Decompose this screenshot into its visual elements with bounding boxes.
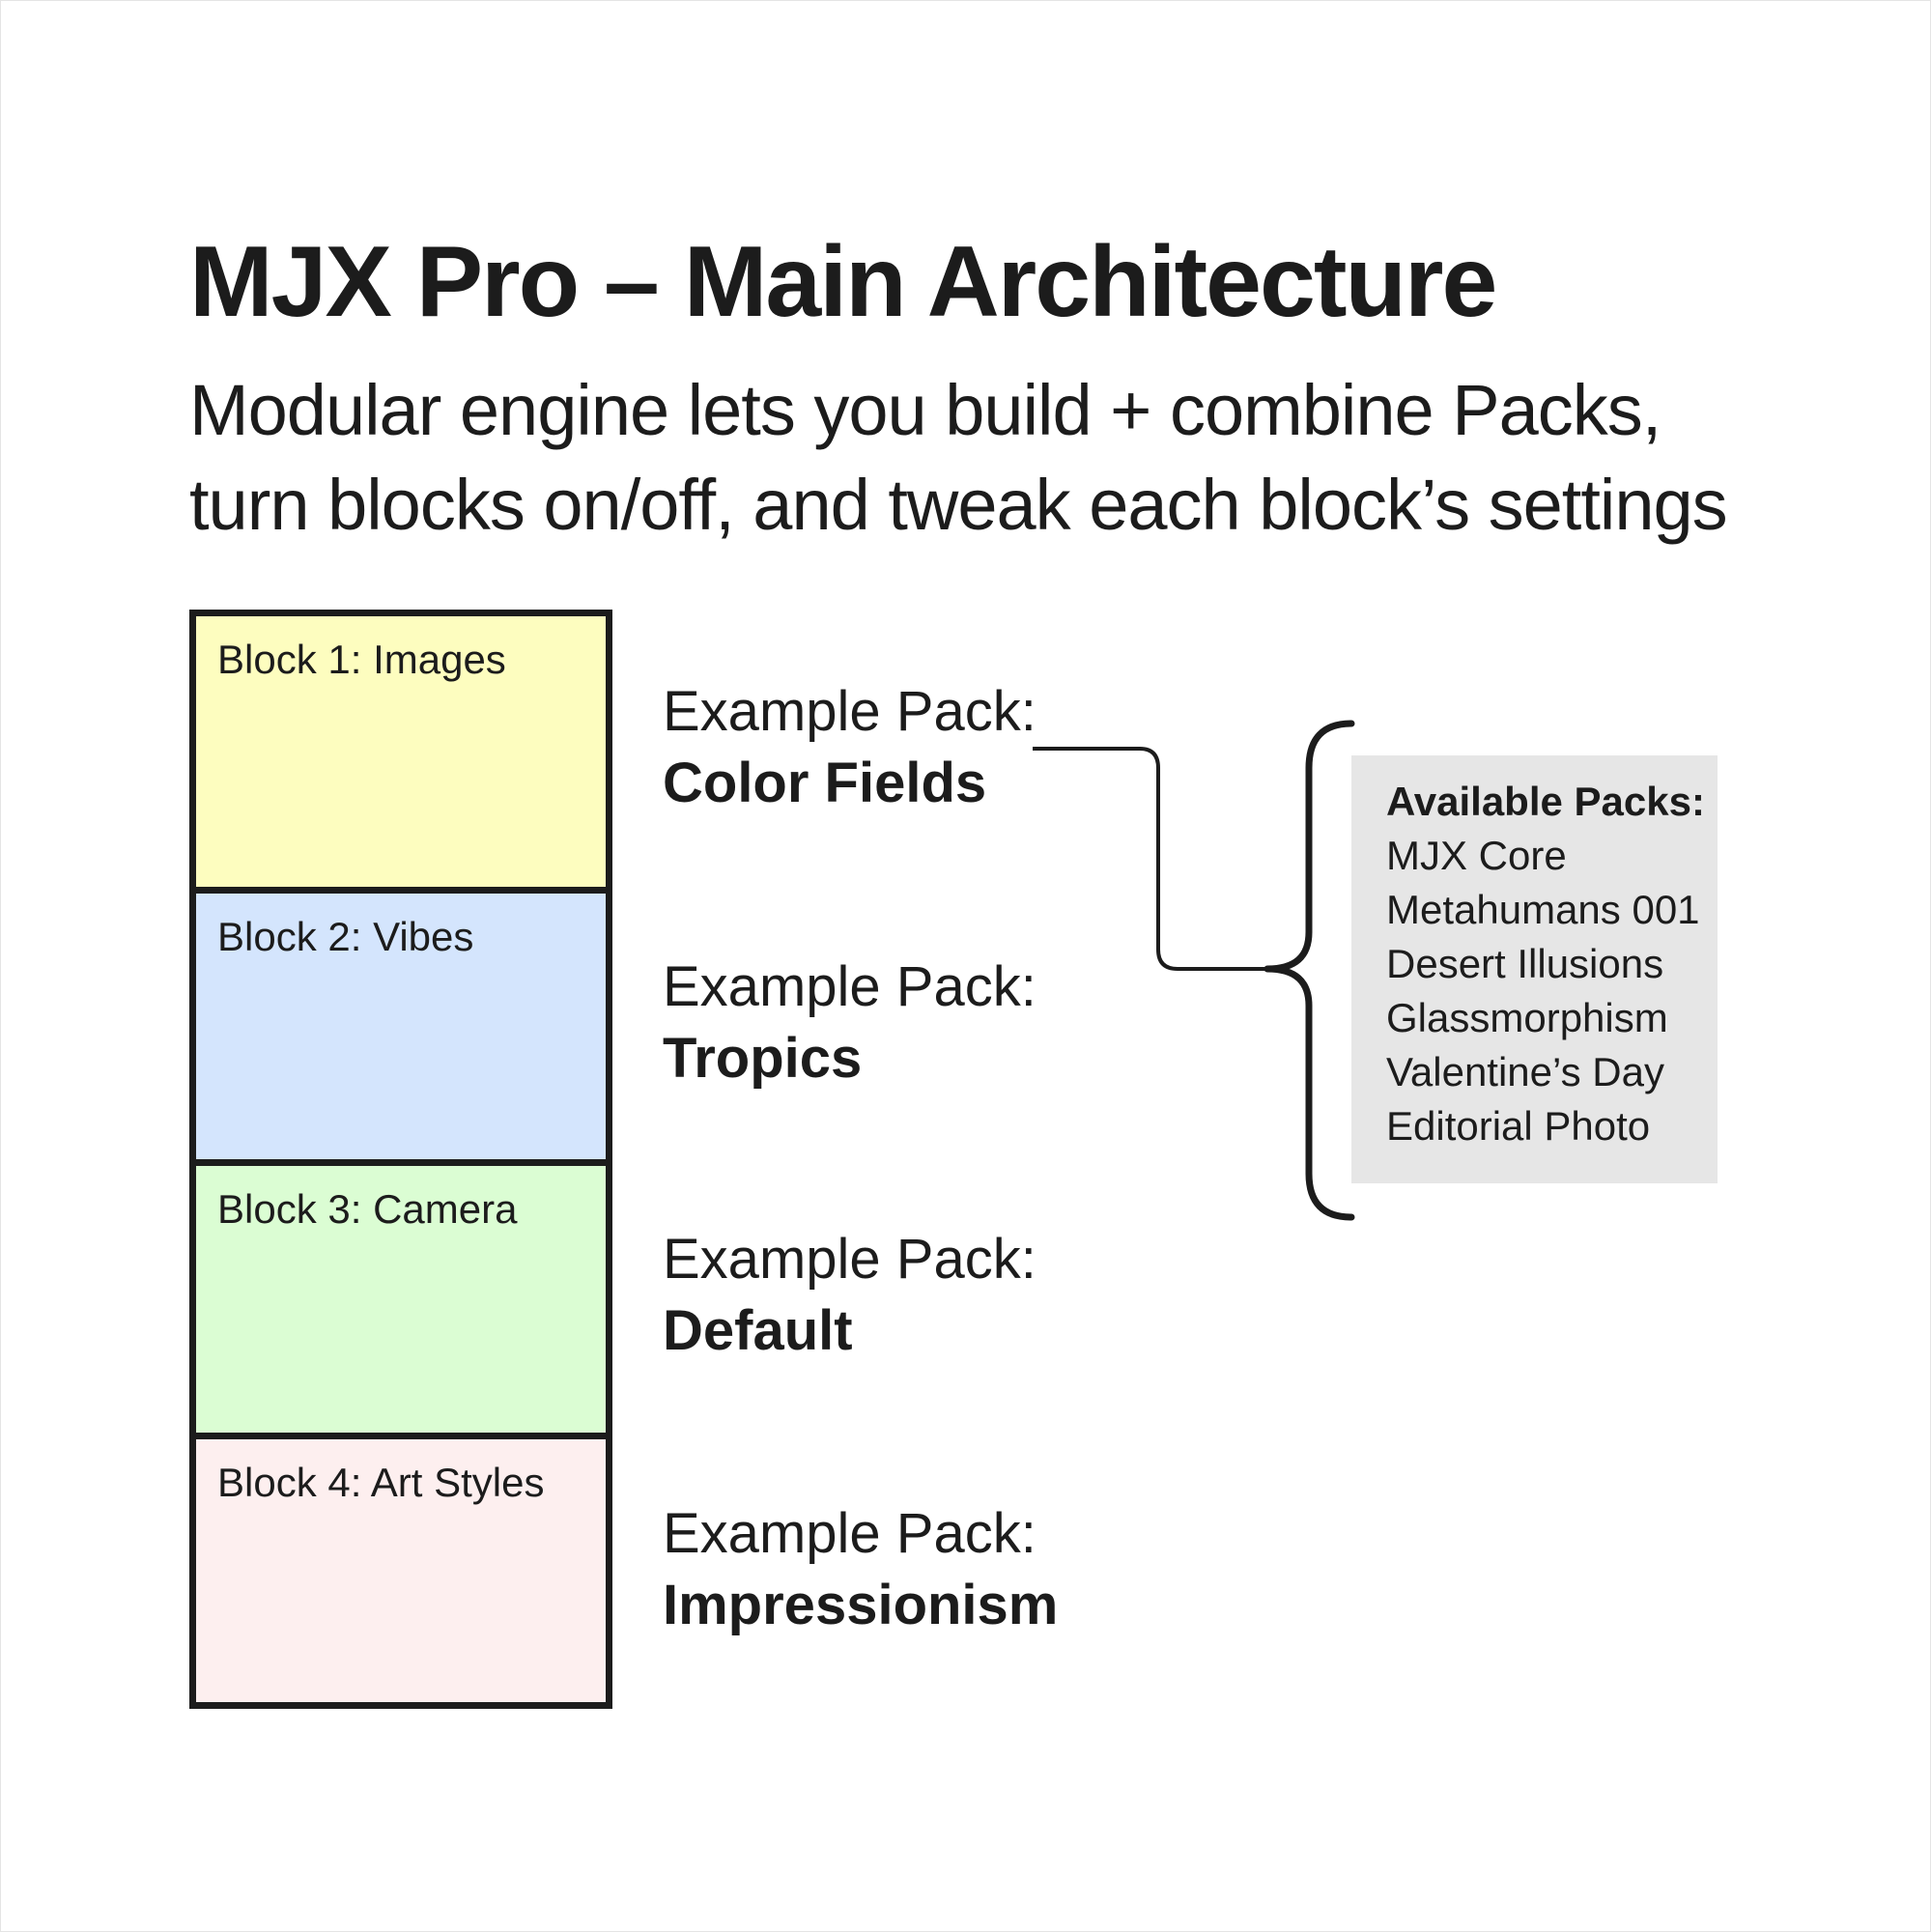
example-pack-name: Color Fields bbox=[663, 752, 987, 814]
subtitle-line: Modular engine lets you build + combine … bbox=[189, 370, 1661, 450]
example-pack-name: Default bbox=[663, 1299, 853, 1362]
available-packs-heading: Available Packs: bbox=[1386, 779, 1705, 824]
example-pack-vibes: Example Pack: Tropics bbox=[663, 952, 1068, 1094]
available-pack-item[interactable]: Valentine’s Day bbox=[1386, 1049, 1664, 1094]
subtitle-line: turn blocks on/off, and tweak each block… bbox=[189, 465, 1728, 545]
available-packs-panel: Available Packs: MJX Core Metahumans 001… bbox=[1351, 755, 1718, 1183]
block-images[interactable]: Block 1: Images bbox=[196, 616, 606, 887]
example-pack-art-styles: Example Pack: Impressionism bbox=[663, 1498, 1068, 1641]
example-pack-label: Example Pack: bbox=[663, 955, 1036, 1018]
available-pack-item[interactable]: Desert Illusions bbox=[1386, 941, 1664, 986]
block-vibes[interactable]: Block 2: Vibes bbox=[196, 887, 606, 1159]
example-pack-camera: Example Pack: Default bbox=[663, 1224, 1068, 1367]
block-label: Block 2: Vibes bbox=[217, 914, 474, 959]
block-label: Block 1: Images bbox=[217, 637, 506, 682]
example-pack-label: Example Pack: bbox=[663, 1502, 1036, 1565]
example-pack-label: Example Pack: bbox=[663, 1228, 1036, 1291]
example-pack-name: Tropics bbox=[663, 1027, 863, 1090]
example-pack-images: Example Pack: Color Fields bbox=[663, 676, 1068, 819]
page-title: MJX Pro – Main Architecture bbox=[189, 226, 1497, 338]
block-stack: Block 1: Images Block 2: Vibes Block 3: … bbox=[189, 610, 612, 1709]
block-camera[interactable]: Block 3: Camera bbox=[196, 1159, 606, 1433]
block-label: Block 4: Art Styles bbox=[217, 1460, 545, 1505]
block-label: Block 3: Camera bbox=[217, 1186, 518, 1232]
available-pack-item[interactable]: Editorial Photo bbox=[1386, 1103, 1651, 1149]
example-pack-label: Example Pack: bbox=[663, 680, 1036, 743]
example-pack-name: Impressionism bbox=[663, 1574, 1059, 1636]
block-art-styles[interactable]: Block 4: Art Styles bbox=[196, 1433, 606, 1702]
curly-brace-icon bbox=[1264, 720, 1355, 1221]
page-subtitle: Modular engine lets you build + combine … bbox=[189, 363, 1728, 553]
available-pack-item[interactable]: MJX Core bbox=[1386, 833, 1567, 878]
available-pack-item[interactable]: Glassmorphism bbox=[1386, 995, 1668, 1040]
available-pack-item[interactable]: Metahumans 001 bbox=[1386, 887, 1700, 932]
connector-line bbox=[1033, 747, 1267, 971]
